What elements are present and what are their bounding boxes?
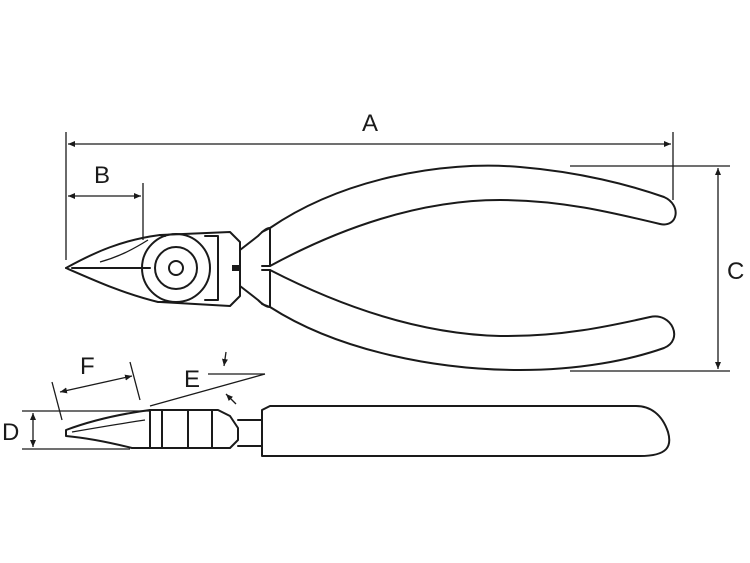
lower-jaw — [65, 267, 167, 303]
jaw-bevel — [99, 239, 149, 263]
label-a: A — [362, 110, 378, 137]
side-neck — [237, 419, 263, 447]
joint-plate — [204, 235, 219, 301]
pivot-mid — [154, 246, 198, 290]
pivot-inner — [168, 260, 184, 276]
pivot-outer — [141, 233, 211, 303]
side-blade — [65, 409, 151, 449]
pliers-side-view — [65, 405, 671, 457]
lower-handle-collar — [261, 269, 271, 308]
lower-neck — [239, 285, 271, 308]
label-b: B — [94, 162, 110, 189]
upper-handle — [269, 164, 677, 267]
pliers-top-view — [65, 164, 677, 371]
side-head — [149, 409, 239, 449]
side-handle — [261, 405, 671, 457]
lower-handle — [269, 269, 676, 371]
dim-f-ext-right — [129, 361, 141, 401]
side-blade-edge — [71, 419, 146, 433]
label-f: F — [80, 353, 95, 380]
dimension-lines — [22, 132, 730, 450]
dim-e-arrow-bottom — [225, 393, 237, 405]
dim-f-ext-left — [51, 381, 63, 421]
dim-e-arrow-top — [222, 351, 228, 367]
dim-e-ext — [149, 373, 266, 407]
upper-jaw — [65, 234, 166, 269]
label-d: D — [2, 419, 19, 446]
dimension-labels: A B C D E F — [2, 110, 744, 446]
label-c: C — [727, 258, 744, 285]
spring-pin — [232, 265, 240, 271]
upper-handle-collar — [261, 227, 271, 267]
label-e: E — [184, 366, 200, 393]
dim-f-line — [59, 374, 133, 394]
